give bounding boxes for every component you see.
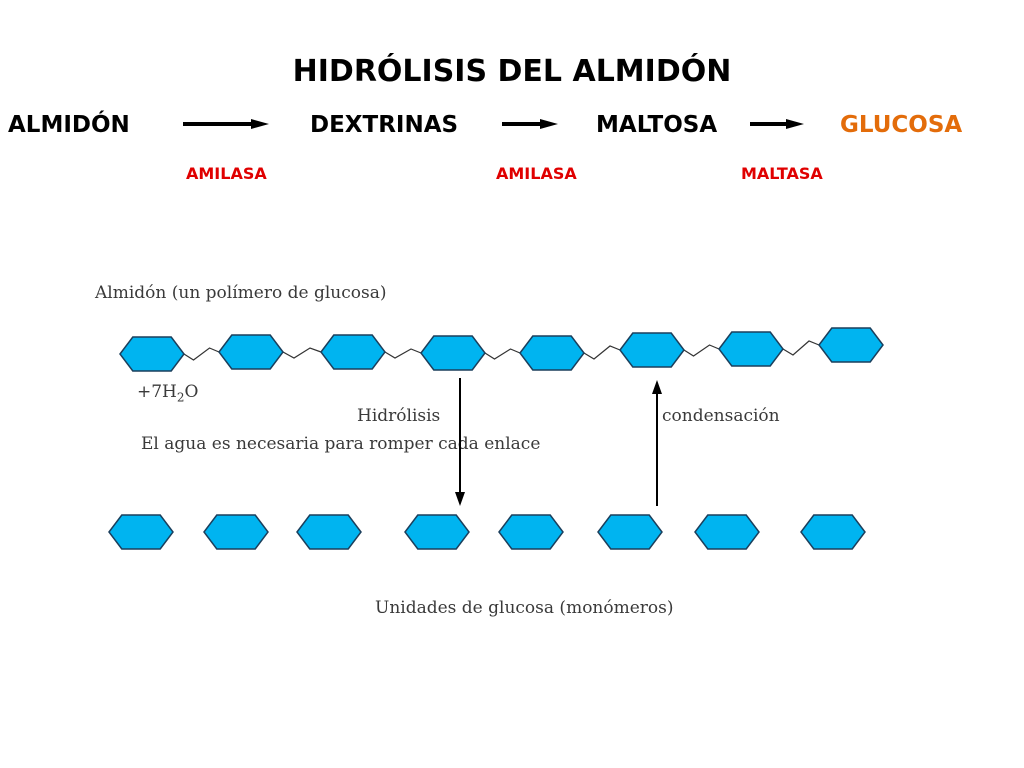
glycosidic-bond [782, 340, 820, 356]
page-title: HIDRÓLISIS DEL ALMIDÓN [292, 54, 732, 89]
water-label-prefix: +7H [137, 382, 177, 402]
enzyme-label: AMILASA [496, 164, 577, 183]
enzyme-label: AMILASA [186, 164, 267, 183]
glucose-hexagon-icon [420, 335, 486, 371]
stage-maltosa: MALTOSA [596, 112, 718, 138]
condensation-label: condensación [662, 406, 780, 426]
glucose-hexagon-icon [818, 327, 884, 363]
arrow-right-icon [750, 119, 804, 129]
glucose-hexagon-icon [108, 514, 174, 550]
glucose-hexagon-icon [718, 331, 784, 367]
glucose-polymer-chain [119, 327, 884, 372]
water-note: El agua es necesaria para romper cada en… [141, 434, 541, 454]
water-label-subscript: 2 [176, 390, 185, 405]
glycosidic-bond [183, 347, 220, 361]
glucose-hexagon-icon [619, 332, 685, 368]
water-label-suffix: O [184, 382, 199, 402]
glucose-hexagon-icon [203, 514, 269, 550]
water-label: +7H2O [137, 382, 198, 404]
hydrolysis-label: Hidrólisis [357, 406, 441, 426]
enzyme-label: MALTASA [741, 164, 823, 183]
monomer-label: Unidades de glucosa (monómeros) [375, 598, 674, 618]
stage-glucosa: GLUCOSA [840, 112, 963, 138]
glucose-hexagon-icon [296, 514, 362, 550]
glucose-hexagon-icon [119, 336, 185, 372]
arrow-right-icon [183, 119, 269, 129]
glucose-hexagon-icon [694, 514, 760, 550]
stage-dextrinas: DEXTRINAS [310, 112, 459, 138]
glucose-hexagon-icon [519, 335, 585, 371]
hydrolysis-figure: Almidón (un polímero de glucosa) +7H2O H… [95, 278, 905, 638]
glucose-hexagon-icon [800, 514, 866, 550]
glycosidic-bond [484, 348, 521, 360]
polymer-label: Almidón (un polímero de glucosa) [95, 283, 387, 303]
arrow-right-icon [502, 119, 558, 129]
glucose-hexagon-icon [597, 514, 663, 550]
hydrolysis-arrow-down-icon [455, 378, 465, 506]
glucose-hexagon-icon [498, 514, 564, 550]
stage-almidon: ALMIDÓN [8, 112, 130, 138]
condensation-arrow-up-icon [652, 380, 662, 506]
glycosidic-bond [683, 344, 720, 357]
glycosidic-bond [384, 348, 422, 359]
glycosidic-bond [282, 347, 322, 359]
glycosidic-bond [583, 345, 621, 360]
glucose-hexagon-icon [218, 334, 284, 370]
glucose-hexagon-icon [320, 334, 386, 370]
glucose-monomers [108, 514, 866, 550]
glucose-hexagon-icon [404, 514, 470, 550]
